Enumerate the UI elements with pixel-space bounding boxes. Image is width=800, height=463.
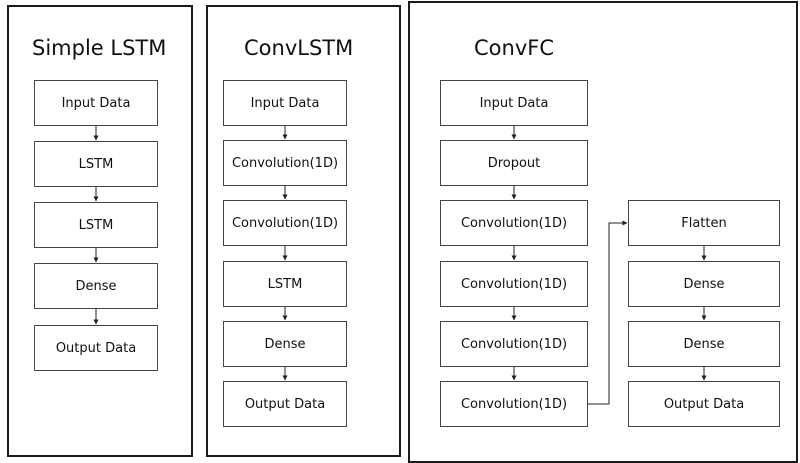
conv-fc-output-data-box: Output Data xyxy=(628,381,780,427)
conv-fc-input-data-box: Input Data xyxy=(440,80,588,126)
conv-fc-dense-box-1: Dense xyxy=(628,261,780,307)
conv-fc-dense-box-2: Dense xyxy=(628,321,780,367)
simple-lstm-dense-box: Dense xyxy=(34,263,158,309)
conv-lstm-output-data-box: Output Data xyxy=(223,381,347,427)
conv-fc-dropout-box: Dropout xyxy=(440,140,588,186)
simple-lstm-input-data-box: Input Data xyxy=(34,80,158,126)
conv-lstm-lstm-box: LSTM xyxy=(223,261,347,307)
conv-fc-convolution-box-3: Convolution(1D) xyxy=(440,321,588,367)
conv-fc-flatten-box: Flatten xyxy=(628,200,780,246)
simple-lstm-title: Simple LSTM xyxy=(32,36,167,60)
conv-fc-convolution-box-1: Convolution(1D) xyxy=(440,200,588,246)
conv-fc-title: ConvFC xyxy=(474,36,554,60)
simple-lstm-output-data-box: Output Data xyxy=(34,325,158,371)
conv-lstm-convolution-box-1: Convolution(1D) xyxy=(223,140,347,186)
conv-lstm-title: ConvLSTM xyxy=(244,36,354,60)
simple-lstm-lstm-box-2: LSTM xyxy=(34,202,158,248)
simple-lstm-lstm-box-1: LSTM xyxy=(34,141,158,187)
conv-lstm-input-data-box: Input Data xyxy=(223,80,347,126)
conv-lstm-dense-box: Dense xyxy=(223,321,347,367)
conv-fc-convolution-box-4: Convolution(1D) xyxy=(440,381,588,427)
conv-fc-convolution-box-2: Convolution(1D) xyxy=(440,261,588,307)
conv-lstm-convolution-box-2: Convolution(1D) xyxy=(223,200,347,246)
